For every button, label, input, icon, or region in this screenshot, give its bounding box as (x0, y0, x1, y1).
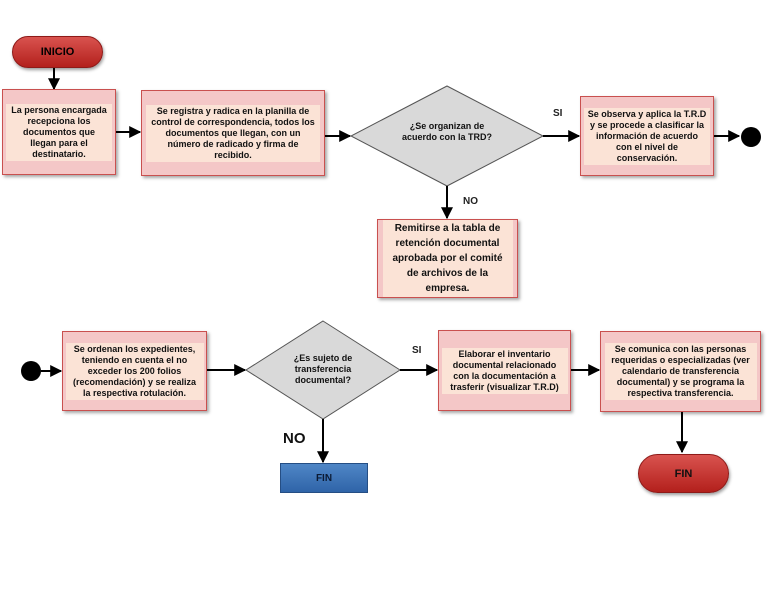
process-inventario-text: Elaborar el inventario documental relaci… (441, 347, 568, 394)
process-ordenan-text: Se ordenan los expedientes, teniendo en … (65, 342, 204, 400)
process-registro: Se registra y radica en la planilla de c… (141, 90, 325, 176)
connector-in (21, 361, 41, 381)
process-comunica-text: Se comunica con las personas requeridas … (604, 343, 757, 400)
start-terminal: INICIO (12, 36, 103, 68)
end-terminal-label: FIN (674, 467, 693, 480)
connector-out (741, 127, 761, 147)
no-label-1: NO (463, 196, 478, 207)
process-aplica-trd: Se observa y aplica la T.R.D y se proced… (580, 96, 714, 176)
no-label-2: NO (283, 430, 306, 447)
end-terminal-no-label: FIN (315, 472, 333, 484)
yes-label-1: SI (553, 108, 563, 119)
process-remitirse: Remitirse a la tabla de retención docume… (377, 219, 518, 298)
start-label: INICIO (40, 46, 75, 58)
decision-trd-text: ¿Se organizan de acuerdo con la TRD? (401, 121, 492, 142)
process-aplica-trd-text: Se observa y aplica la T.R.D y se proced… (584, 107, 710, 165)
yes-label-2: SI (412, 345, 422, 356)
decision-transferencia-text: ¿Es sujeto de transferencia documental? (293, 353, 353, 385)
process-recepcion: La persona encargada recepciona los docu… (2, 89, 116, 175)
process-remitirse-text: Remitirse a la tabla de retención docume… (382, 220, 513, 297)
process-ordenan: Se ordenan los expedientes, teniendo en … (62, 331, 207, 411)
process-comunica: Se comunica con las personas requeridas … (600, 331, 761, 412)
process-inventario: Elaborar el inventario documental relaci… (438, 330, 571, 411)
end-terminal: FIN (638, 454, 729, 493)
end-terminal-no: FIN (280, 463, 368, 493)
process-recepcion-text: La persona encargada recepciona los docu… (6, 103, 112, 161)
process-registro-text: Se registra y radica en la planilla de c… (146, 104, 320, 162)
